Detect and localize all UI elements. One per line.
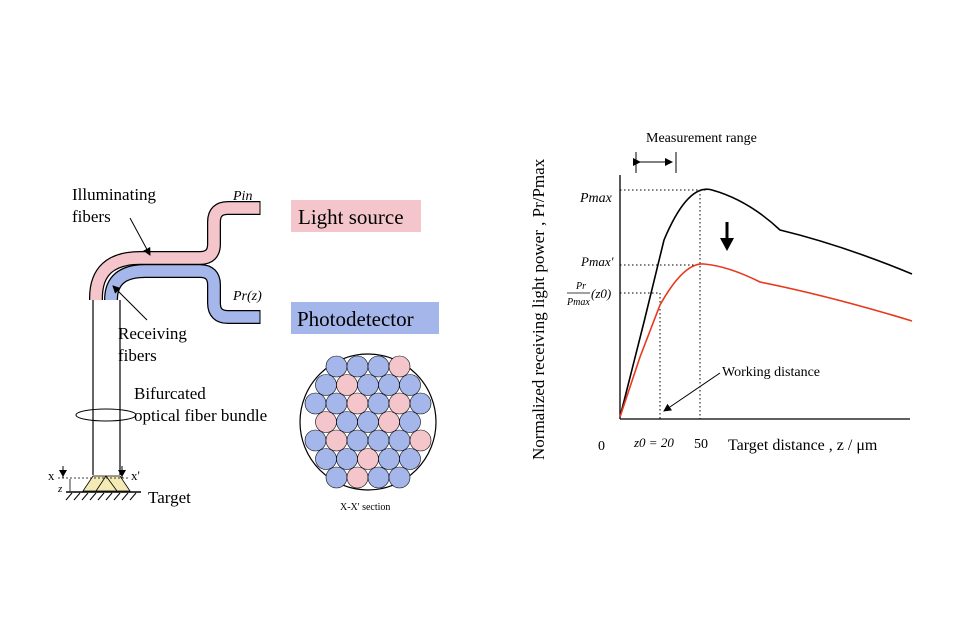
illuminating-fiber-cell [346,392,369,415]
illuminating-fiber-cell [315,411,337,433]
fiber-diagram: Illuminating fibers Receiving fibers Bif… [48,185,439,513]
x-axis-label: Target distance , z / μm [728,437,878,454]
receiving-fibers-label: Receiving [118,324,187,343]
working-distance-pointer [663,372,721,412]
pr-label: Pr(z) [232,289,262,304]
x-marker-label: x [48,468,55,483]
ratio-argument: (z0) [591,286,611,301]
receiving-fiber-cell [399,411,421,433]
tick-label-50: 50 [694,437,708,452]
section-caption: X-X' section [340,502,390,513]
tick-label-z0: z0 = 20 [633,435,674,450]
receiving-fiber-cell [304,429,327,452]
receiving-fiber-cell [367,429,390,452]
receiving-fiber-cell [325,355,348,378]
receiving-fiber-cell [325,392,348,415]
ratio-numerator: Pr [575,281,586,292]
working-distance-label: Working distance [722,365,820,380]
receiving-fiber-cell [378,374,400,396]
receiving-fiber-cell [336,411,358,433]
receiving-pointer [112,285,148,321]
receiving-fiber-cell [357,374,379,396]
receiving-fibers-label-2: fibers [118,346,157,365]
illuminating-fibers-label-2: fibers [72,207,111,226]
receiving-fiber-cell [357,411,379,433]
illuminating-fiber-cell [346,466,369,489]
bundle-label: Bifurcated [134,384,206,403]
light-cone [82,475,131,492]
receiving-fiber-cell [346,429,369,452]
cross-section-fibers [304,355,432,489]
fiber-bundle [75,300,137,475]
pmax-prime-label: Pmax' [580,254,614,269]
receiving-fiber-cell [367,466,390,489]
bundle-label-2: optical fiber bundle [134,406,267,425]
pin-label: Pin [232,189,252,204]
receiving-fiber-cell [346,355,369,378]
illuminating-pointer [129,217,151,256]
illuminating-fiber-cell [325,429,348,452]
y-axis-label: Normalized receiving light power , Pr/Pm… [529,158,548,460]
response-chart: Normalized receiving light power , Pr/Pm… [529,131,913,460]
illuminating-fiber-cell [388,392,411,415]
receiving-fiber-cell [378,448,400,470]
upper-curve [619,188,913,418]
illuminating-fiber-cell [336,374,358,396]
receiving-fiber-cell [388,429,411,452]
receiving-fiber-cell [336,448,358,470]
photodetector-box [291,302,439,334]
pmax-label: Pmax [579,191,613,206]
receiving-fiber-cell [315,374,337,396]
light-source-label: Light source [298,205,404,229]
receiving-fiber-cell [367,355,390,378]
tick-label-0: 0 [598,439,605,454]
x-prime-marker-label: x' [131,468,140,483]
illuminating-fiber-cell [409,429,432,452]
receiving-fiber-cell [399,448,421,470]
measurement-range-label: Measurement range [646,131,757,146]
bundle-ellipse [75,408,137,422]
illuminating-fiber-cell [388,355,411,378]
target-label: Target [148,488,191,507]
receiving-fiber-cell [367,392,390,415]
z-label: z [57,483,63,495]
decrease-arrow-head [720,238,734,251]
receiving-fiber-cell [325,466,348,489]
illuminating-fibers-label: Illuminating [72,185,157,204]
ratio-denominator: Pmax [566,297,590,308]
receiving-fiber-cell [399,374,421,396]
receiving-fiber-cell [409,392,432,415]
target-assembly: x x' z [48,466,141,501]
receiving-fiber-cell [304,392,327,415]
lower-curve [619,263,913,418]
light-source-box [291,200,421,232]
receiving-fiber-cell [315,448,337,470]
receiving-fiber-cell [388,466,411,489]
illuminating-fiber-cell [378,411,400,433]
illuminating-fiber-cell [357,448,379,470]
photodetector-label: Photodetector [297,307,414,331]
